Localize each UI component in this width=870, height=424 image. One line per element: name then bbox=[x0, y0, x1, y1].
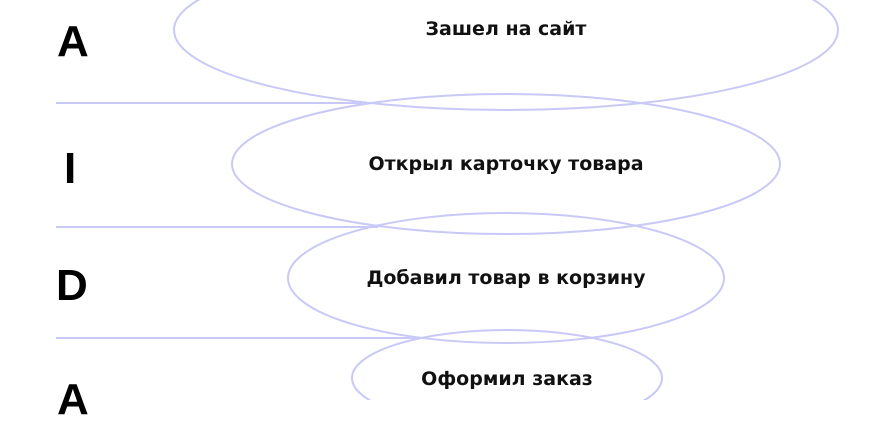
funnel-graphic bbox=[56, 0, 839, 400]
stage-letter-attention: A bbox=[57, 17, 89, 66]
stage-letter-interest: I bbox=[64, 144, 77, 193]
funnel-stage-ellipse bbox=[287, 212, 725, 344]
stage-letter-desire: D bbox=[56, 261, 88, 310]
funnel-stage-ellipse bbox=[231, 93, 781, 235]
funnel-stage-ellipse bbox=[351, 329, 663, 400]
funnel-stage-ellipse bbox=[173, 0, 839, 111]
stage-label-placed-order: Оформил заказ bbox=[421, 368, 593, 390]
stage-letter-action: A bbox=[57, 375, 89, 424]
stage-label-added-to-cart: Добавил товар в корзину bbox=[366, 267, 646, 289]
stage-label-visited-site: Зашел на сайт bbox=[425, 18, 587, 40]
stage-label-opened-product: Открыл карточку товара bbox=[368, 153, 644, 175]
